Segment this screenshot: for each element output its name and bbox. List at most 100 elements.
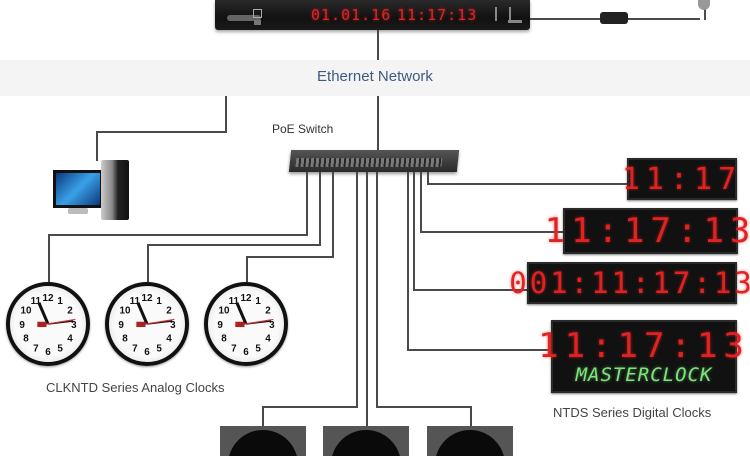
digital-wire-1-v bbox=[427, 172, 429, 184]
digital-clock-1: 11:17 bbox=[622, 158, 737, 200]
monitor-stand bbox=[68, 208, 88, 214]
digital-time-display: 11:17:13 bbox=[538, 325, 750, 366]
digital-clock-3: 001:11:17:13 bbox=[509, 262, 750, 304]
svg-text:9: 9 bbox=[217, 320, 223, 331]
bottom-wire-1-h bbox=[262, 406, 358, 408]
analog-wire-3-drop bbox=[246, 256, 248, 282]
svg-text:6: 6 bbox=[144, 347, 150, 358]
clock-face-icon bbox=[228, 430, 298, 456]
digital-message-display: MASTERCLOCK bbox=[575, 363, 713, 386]
svg-text:7: 7 bbox=[231, 343, 237, 354]
digital-wire-4-v bbox=[407, 172, 409, 350]
bottom-wire-3-drop bbox=[470, 406, 472, 426]
svg-text:12: 12 bbox=[43, 293, 54, 304]
master-uplink-wire bbox=[377, 30, 379, 60]
poe-switch-label: PoE Switch bbox=[272, 122, 334, 136]
bottom-clock-2 bbox=[323, 426, 409, 456]
master-time-display: 11:17:13 bbox=[397, 6, 478, 24]
pc-wire-drop bbox=[96, 131, 98, 161]
analog-wire-2-h bbox=[147, 244, 321, 246]
digital-elapsed-display: 001:11:17:13 bbox=[509, 266, 750, 300]
pc-tower-icon bbox=[101, 160, 129, 220]
digital-wire-2-h bbox=[420, 231, 563, 233]
poe-switch bbox=[288, 150, 460, 172]
bottom-wire-1-v bbox=[356, 172, 358, 408]
digital-wire-3-v bbox=[413, 172, 415, 290]
digital-clock-4: 11:17:13 MASTERCLOCK bbox=[538, 320, 744, 393]
svg-text:11: 11 bbox=[229, 296, 240, 307]
svg-text:7: 7 bbox=[132, 343, 138, 354]
svg-text:4: 4 bbox=[265, 333, 271, 344]
svg-text:6: 6 bbox=[45, 347, 51, 358]
svg-text:10: 10 bbox=[20, 305, 31, 316]
svg-text:9: 9 bbox=[118, 320, 124, 331]
connector-icon bbox=[495, 7, 511, 21]
clock-face-icon bbox=[435, 430, 505, 456]
svg-text:8: 8 bbox=[122, 333, 128, 344]
svg-text:2: 2 bbox=[67, 305, 73, 316]
pc-wire-horizontal bbox=[96, 131, 227, 133]
svg-text:12: 12 bbox=[142, 293, 153, 304]
bottom-wire-3-v bbox=[376, 172, 378, 408]
digital-clock-2: 11:17:13 bbox=[545, 208, 750, 254]
bottom-clock-1 bbox=[220, 426, 306, 456]
pc-wire-vertical bbox=[225, 96, 227, 132]
svg-text:3: 3 bbox=[269, 320, 275, 331]
master-clock-unit: 01.01.16 11:17:13 bbox=[215, 0, 530, 30]
svg-text:2: 2 bbox=[166, 305, 172, 316]
svg-text:11: 11 bbox=[31, 296, 42, 307]
digital-wire-3-h bbox=[413, 289, 527, 291]
digital-time-display: 11:17:13 bbox=[544, 211, 750, 251]
bottom-clock-3 bbox=[427, 426, 513, 456]
svg-text:2: 2 bbox=[265, 305, 271, 316]
svg-text:8: 8 bbox=[23, 333, 29, 344]
svg-text:10: 10 bbox=[119, 305, 130, 316]
svg-text:1: 1 bbox=[156, 296, 162, 307]
bottom-wire-1-drop bbox=[262, 406, 264, 426]
analog-wire-3-v bbox=[332, 172, 334, 257]
model-badge bbox=[508, 20, 522, 23]
svg-text:7: 7 bbox=[33, 343, 39, 354]
svg-text:12: 12 bbox=[241, 293, 252, 304]
analog-wire-2-drop bbox=[147, 244, 149, 282]
svg-text:3: 3 bbox=[71, 320, 77, 331]
master-date-display: 01.01.16 bbox=[311, 6, 392, 24]
svg-text:5: 5 bbox=[156, 343, 162, 354]
svg-text:4: 4 bbox=[166, 333, 172, 344]
ethernet-network-label: Ethernet Network bbox=[317, 68, 433, 85]
svg-text:5: 5 bbox=[255, 343, 261, 354]
switch-ports bbox=[295, 158, 443, 167]
port-icon bbox=[253, 9, 262, 18]
analog-wire-2-v bbox=[319, 172, 321, 245]
digital-wire-2-v bbox=[420, 172, 422, 232]
svg-text:5: 5 bbox=[57, 343, 63, 354]
brand-logo bbox=[227, 15, 261, 21]
digital-time-display: 11:17 bbox=[621, 161, 743, 197]
svg-text:1: 1 bbox=[255, 296, 261, 307]
analog-clocks-caption: CLKNTD Series Analog Clocks bbox=[46, 380, 225, 395]
svg-text:6: 6 bbox=[243, 347, 249, 358]
analog-wire-1-v bbox=[306, 172, 308, 235]
surge-protector-icon bbox=[600, 12, 628, 24]
clock-face-icon bbox=[331, 430, 401, 456]
gps-antenna-icon bbox=[698, 0, 710, 10]
digital-wire-1-h bbox=[427, 183, 627, 185]
monitor-icon bbox=[53, 170, 103, 208]
svg-text:1: 1 bbox=[57, 296, 63, 307]
bottom-wire-3-h bbox=[376, 406, 472, 408]
analog-wire-3-h bbox=[246, 256, 334, 258]
svg-text:11: 11 bbox=[130, 296, 141, 307]
digital-clocks-caption: NTDS Series Digital Clocks bbox=[553, 405, 712, 420]
ethernet-network-band bbox=[0, 60, 750, 96]
analog-wire-1-h bbox=[48, 234, 308, 236]
switch-uplink-wire bbox=[377, 96, 379, 152]
bottom-wire-2-v bbox=[366, 172, 368, 426]
svg-text:9: 9 bbox=[19, 320, 25, 331]
svg-text:4: 4 bbox=[67, 333, 73, 344]
